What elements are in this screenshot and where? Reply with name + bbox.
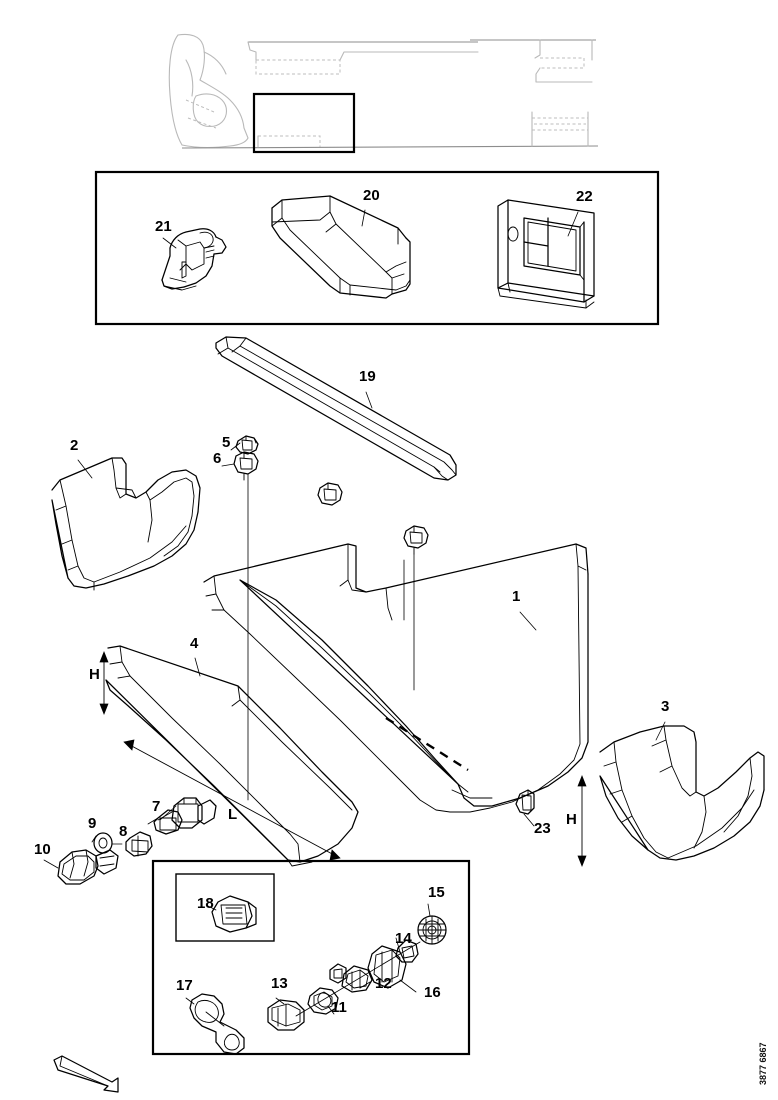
callout-22: 22 bbox=[576, 188, 593, 205]
callout-14: 14 bbox=[395, 930, 412, 947]
callout-6: 6 bbox=[213, 450, 221, 467]
callout-1: 1 bbox=[512, 588, 520, 605]
part-10-fastener-bolt bbox=[57, 849, 119, 885]
assembly-axis bbox=[295, 941, 421, 1017]
callout-10: 10 bbox=[34, 841, 51, 858]
callout-5: 5 bbox=[222, 434, 230, 451]
part-8-grommet bbox=[125, 831, 153, 857]
part-20-channel-rail bbox=[271, 195, 411, 299]
callout-13: 13 bbox=[271, 975, 288, 992]
callout-16: 16 bbox=[424, 984, 441, 1001]
part-12-spacer bbox=[341, 965, 373, 993]
dimension-label-l: L bbox=[228, 806, 237, 823]
callout-20: 20 bbox=[363, 187, 380, 204]
callout-12: 12 bbox=[375, 975, 392, 992]
orientation-arrow bbox=[53, 1055, 119, 1093]
clip-mid bbox=[317, 482, 343, 506]
part-17-latch-linkage bbox=[185, 993, 245, 1055]
callout-leaders bbox=[77, 209, 666, 821]
part-7-retainer-assembly bbox=[153, 797, 217, 835]
callout-labels: 1 2 3 4 5 6 7 8 9 10 11 12 13 14 15 16 1… bbox=[34, 187, 669, 1016]
part-6-lower-clip bbox=[233, 451, 259, 481]
callout-4: 4 bbox=[190, 635, 199, 652]
seam-dashes bbox=[385, 716, 469, 772]
part-4-front-panel bbox=[105, 645, 359, 867]
callout-19: 19 bbox=[359, 368, 376, 385]
callout-7: 7 bbox=[152, 798, 160, 815]
corner-code-text: 3877 6867 bbox=[758, 1042, 768, 1085]
washer-small bbox=[329, 963, 347, 984]
part-16-plate bbox=[367, 945, 417, 993]
part-23-end-clip bbox=[515, 789, 535, 827]
lower-inset-box bbox=[151, 859, 471, 1056]
callout-23: 23 bbox=[534, 820, 551, 837]
callout-11: 11 bbox=[331, 999, 347, 1016]
callout-17: 17 bbox=[176, 977, 193, 994]
part-2-left-end-cap bbox=[51, 457, 201, 591]
dimension-label-h-left: H bbox=[89, 666, 100, 683]
part-21-mount-bracket bbox=[161, 228, 227, 291]
part-3-right-end-cap bbox=[599, 725, 765, 861]
callout-9: 9 bbox=[88, 815, 96, 832]
dimension-labels: H H L bbox=[89, 666, 577, 828]
clip-right bbox=[403, 525, 429, 555]
part-15-knurled-knob bbox=[417, 903, 447, 945]
part-22-frame-bracket bbox=[497, 199, 595, 309]
callout-2: 2 bbox=[70, 437, 78, 454]
corner-code: 3877 6867 bbox=[758, 1042, 768, 1085]
part-14-washer-flat bbox=[395, 937, 419, 963]
part-1-main-trough-liner bbox=[203, 543, 589, 813]
callout-3: 3 bbox=[661, 698, 669, 715]
part-13-bracket-small bbox=[267, 997, 305, 1031]
dimension-h-left bbox=[99, 651, 109, 715]
upper-inset-box bbox=[94, 170, 660, 326]
dimension-l bbox=[123, 739, 341, 861]
ghost-highlight-box bbox=[252, 92, 356, 154]
callout-21: 21 bbox=[155, 218, 172, 235]
part-19-trim-strip bbox=[215, 336, 457, 481]
dimension-h-right bbox=[577, 775, 587, 867]
callout-18: 18 bbox=[197, 895, 214, 912]
callout-8: 8 bbox=[119, 823, 127, 840]
callout-15: 15 bbox=[428, 884, 445, 901]
dimension-label-h-right: H bbox=[566, 811, 577, 828]
part-18-latch-detail bbox=[207, 895, 257, 933]
ghost-context-view bbox=[168, 33, 599, 154]
part-5-upper-clip bbox=[235, 435, 259, 455]
